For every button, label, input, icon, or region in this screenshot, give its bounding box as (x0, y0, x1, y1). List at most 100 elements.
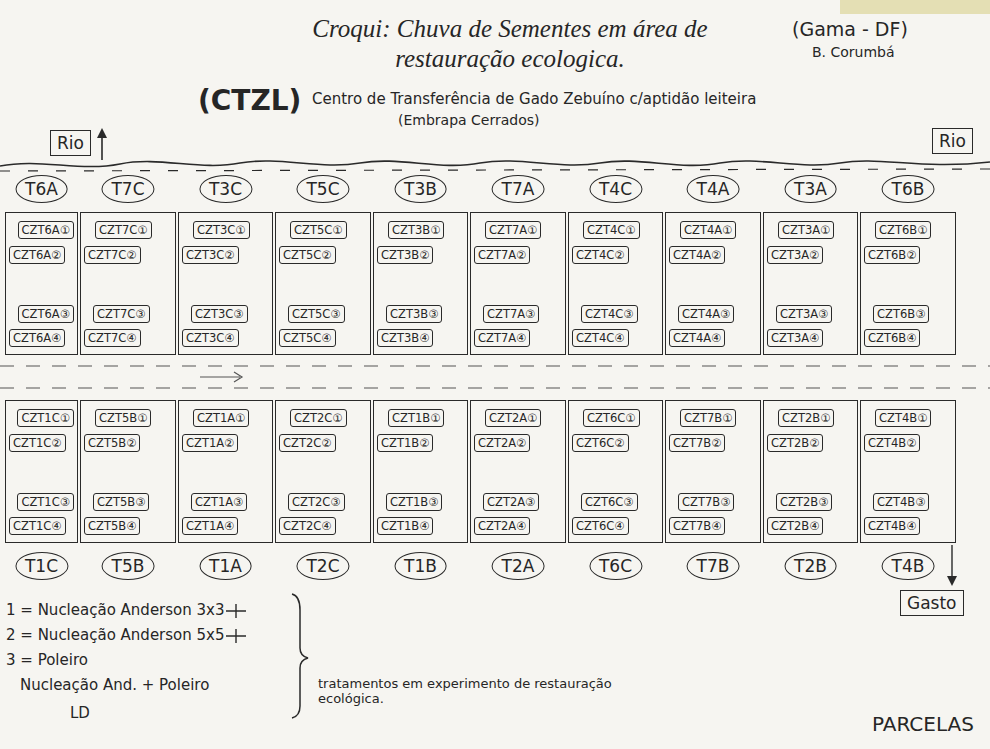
collector-code: CZT5B① (99, 411, 147, 425)
plot-box: T4CCZT4C①CZT4C②CZT4C③CZT4C④ (568, 212, 663, 355)
plot-label: T4A (697, 179, 730, 199)
collector-code: CZT4C③ (585, 307, 634, 321)
treatment-key: 2 = Nucleação Anderson 5x5 (6, 626, 225, 644)
box-label: Gasto (907, 593, 957, 613)
seed-collector-box: CZT7A③ (483, 305, 539, 323)
seed-collector-box: CZT7A① (485, 221, 541, 239)
seed-collector-box: CZT1A② (182, 434, 238, 452)
place-note: B. Corumbá (812, 44, 895, 60)
seed-collector-box: CZT1B③ (386, 493, 442, 511)
plot-label-ellipse: T2C (296, 552, 349, 580)
seed-collector-box: CZT2A② (474, 434, 530, 452)
collector-code: CZT7C① (99, 223, 148, 237)
plot-box: T1BCZT1B①CZT1B②CZT1B③CZT1B④ (373, 400, 468, 543)
collector-code: CZT4B① (879, 411, 927, 425)
collector-code: CZT3A③ (780, 307, 828, 321)
seed-collector-box: CZT3C③ (191, 305, 248, 323)
road-arrow (200, 372, 242, 382)
collector-code: CZT4A② (673, 248, 721, 262)
plot-label: T6A (25, 179, 58, 199)
seed-collector-box: CZT3C② (182, 246, 239, 264)
seed-collector-box: CZT6B② (864, 246, 920, 264)
seed-collector-box: CZT7A④ (474, 329, 530, 347)
seed-collector-box: CZT5C③ (288, 305, 345, 323)
seed-collector-box: CZT2B① (778, 409, 834, 427)
plot-label: T1C (25, 556, 58, 576)
collector-code: CZT1C② (13, 436, 62, 450)
collector-code: CZT3C① (197, 223, 246, 237)
plot-box: T6ACZT6A①CZT6A②CZT6A③CZT6A④ (5, 212, 78, 355)
collector-code: CZT2C② (283, 436, 332, 450)
plot-label-ellipse: T2A (492, 552, 545, 580)
plot-label-ellipse: T3C (199, 175, 252, 203)
plot-label-ellipse: T6A (15, 175, 68, 203)
collector-code: CZT1C③ (21, 495, 70, 509)
plot-box: T1CCZT1C①CZT1C②CZT1C③CZT1C④ (5, 400, 78, 543)
collector-code: CZT2B② (771, 436, 819, 450)
collector-code: CZT6A④ (13, 331, 61, 345)
seed-collector-box: CZT2B② (767, 434, 823, 452)
collector-code: CZT6B③ (877, 307, 925, 321)
plot-box: T4ACZT4A①CZT4A②CZT4A③CZT4A④ (665, 212, 761, 355)
collector-code: CZT4C② (576, 248, 625, 262)
collector-code: CZT6B① (879, 223, 927, 237)
seed-collector-box: CZT2C③ (288, 493, 345, 511)
collector-code: CZT1B④ (381, 519, 429, 533)
plot-label: T6B (892, 179, 925, 199)
seed-collector-box: CZT1B② (377, 434, 433, 452)
seed-collector-box: CZT2C④ (279, 517, 336, 535)
collector-code: CZT3B② (381, 248, 429, 262)
plot-label: T5B (112, 556, 145, 576)
label-box: Gasto (900, 590, 964, 616)
seed-collector-box: CZT4C① (583, 221, 640, 239)
seed-collector-box: CZT3A① (778, 221, 834, 239)
seed-collector-box: CZT1C③ (17, 493, 74, 511)
collector-code: CZT3A④ (771, 331, 819, 345)
seed-collector-box: CZT4C② (572, 246, 629, 264)
initials: LD (70, 704, 90, 722)
plot-box: T7BCZT7B①CZT7B②CZT7B③CZT7B④ (665, 400, 761, 543)
plot-label-ellipse: T1A (199, 552, 252, 580)
collector-code: CZT3A② (771, 248, 819, 262)
collector-code: CZT2A② (478, 436, 526, 450)
seed-collector-box: CZT2B④ (767, 517, 823, 535)
plot-label: T2B (794, 556, 827, 576)
collector-code: CZT5B④ (88, 519, 136, 533)
seed-collector-box: CZT4A① (680, 221, 736, 239)
collector-code: CZT2A① (489, 411, 537, 425)
plot-label-ellipse: T7B (687, 552, 740, 580)
seed-collector-box: CZT1C① (17, 409, 74, 427)
seed-collector-box: CZT4A④ (669, 329, 725, 347)
plot-box: T3CCZT3C①CZT3C②CZT3C③CZT3C④ (178, 212, 273, 355)
plot-label: T5C (306, 179, 339, 199)
corner-note: PARCELAS (872, 712, 974, 736)
seed-collector-box: CZT7A② (474, 246, 530, 264)
plot-label-ellipse: T2B (784, 552, 837, 580)
plot-box: T5BCZT5B①CZT5B②CZT5B③CZT5B④ (80, 400, 176, 543)
plot-box: T6BCZT6B①CZT6B②CZT6B③CZT6B④ (860, 212, 956, 355)
collector-code: CZT5C① (294, 223, 343, 237)
collector-code: CZT4B④ (868, 519, 916, 533)
plot-label: T2C (306, 556, 339, 576)
collector-code: CZT6C① (587, 411, 636, 425)
seed-collector-box: CZT3B② (377, 246, 433, 264)
plot-label-ellipse: T7C (101, 175, 154, 203)
seed-collector-box: CZT7B④ (669, 517, 725, 535)
site-acronym: (CTZL) (198, 84, 301, 117)
collector-code: CZT6A③ (22, 307, 70, 321)
collector-code: CZT1A③ (195, 495, 243, 509)
collector-code: CZT2C① (294, 411, 343, 425)
collector-code: CZT7B④ (673, 519, 721, 533)
seed-collector-box: CZT7B③ (678, 493, 734, 511)
seed-collector-box: CZT4B① (875, 409, 931, 427)
seed-collector-box: CZT5B② (84, 434, 140, 452)
collector-code: CZT1A① (197, 411, 245, 425)
road-line (0, 387, 990, 388)
seed-collector-box: CZT1C② (9, 434, 66, 452)
plot-label-ellipse: T4A (687, 175, 740, 203)
plot-box: T7ACZT7A①CZT7A②CZT7A③CZT7A④ (470, 212, 566, 355)
collector-code: CZT3B① (392, 223, 440, 237)
plot-box: T2CCZT2C①CZT2C②CZT2C③CZT2C④ (275, 400, 371, 543)
seed-collector-box: CZT6B① (875, 221, 931, 239)
plot-label: T2A (502, 556, 535, 576)
